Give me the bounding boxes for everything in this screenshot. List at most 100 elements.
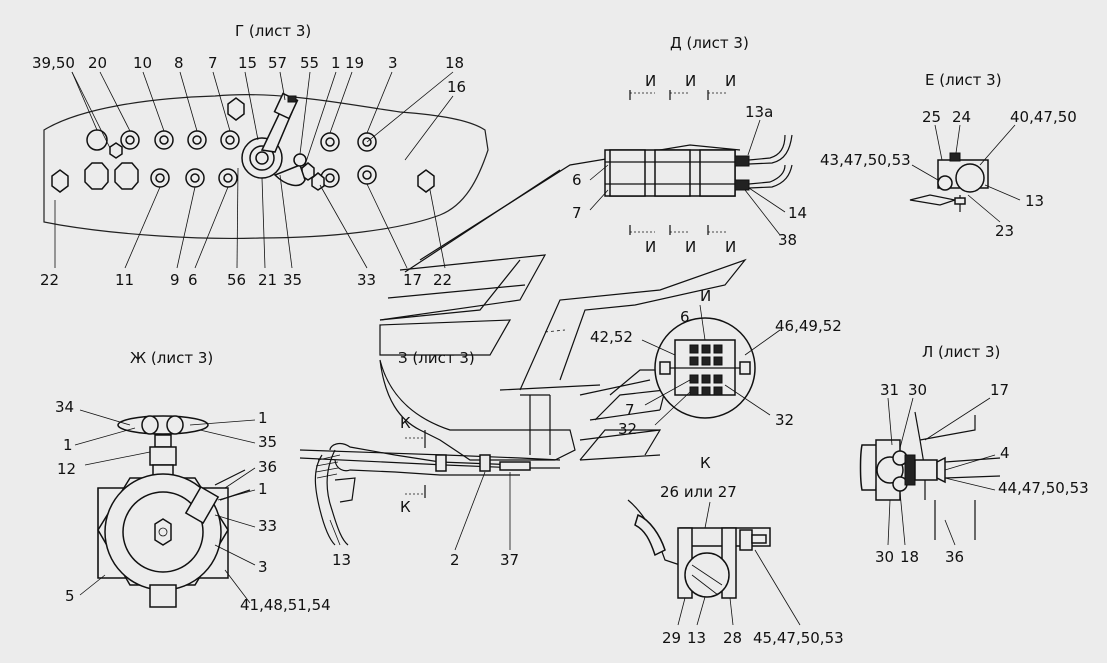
- label-z-13: 13: [332, 551, 351, 569]
- label-l-17: 17: [990, 381, 1009, 399]
- label-35: 35: [283, 271, 302, 289]
- label-zh-1-right: 1: [258, 409, 268, 427]
- view-zh-title: Ж (лист 3): [130, 349, 213, 367]
- label-44-47-50-53: 44,47,50,53: [998, 479, 1089, 497]
- label-6: 6: [188, 271, 198, 289]
- label-1: 1: [331, 54, 341, 72]
- label-z-2: 2: [450, 551, 460, 569]
- view-k: К 26 или 27 29 13 28 45,47,50,53: [627, 454, 844, 647]
- label-d-6: 6: [572, 171, 582, 189]
- label-7: 7: [208, 54, 218, 72]
- label-zh-1-lower: 1: [258, 480, 268, 498]
- section-k-bottom: К: [400, 498, 411, 516]
- section-i-circle: И: [700, 287, 711, 305]
- label-zh-12: 12: [57, 460, 76, 478]
- view-g: Г (лист 3): [32, 22, 489, 289]
- label-z-37: 37: [500, 551, 519, 569]
- label-13a: 13а: [745, 103, 773, 121]
- label-e-24: 24: [952, 108, 971, 126]
- label-8: 8: [174, 54, 184, 72]
- label-zh-1-left: 1: [63, 436, 73, 454]
- label-39-50: 39,50: [32, 54, 75, 72]
- label-l-31: 31: [880, 381, 899, 399]
- label-d-7: 7: [572, 204, 582, 222]
- clamp-grid: [689, 344, 723, 396]
- label-z-32-left: 32: [618, 420, 637, 438]
- label-17: 17: [403, 271, 422, 289]
- label-l-30-top: 30: [908, 381, 927, 399]
- view-l-title: Л (лист 3): [922, 343, 1000, 361]
- section-i-6: И: [725, 238, 736, 256]
- label-l-18: 18: [900, 548, 919, 566]
- label-26-or-27: 26 или 27: [660, 483, 737, 501]
- label-16: 16: [447, 78, 466, 96]
- section-i-2: И: [685, 72, 696, 90]
- label-42-52: 42,52: [590, 328, 633, 346]
- label-57: 57: [268, 54, 287, 72]
- label-15: 15: [238, 54, 257, 72]
- label-z-32-right: 32: [775, 411, 794, 429]
- label-e-25: 25: [922, 108, 941, 126]
- view-g-leaders: [54, 71, 454, 269]
- label-d-38: 38: [778, 231, 797, 249]
- mount-hole-right: [417, 169, 435, 193]
- label-11: 11: [115, 271, 134, 289]
- label-10: 10: [133, 54, 152, 72]
- label-k-13: 13: [687, 629, 706, 647]
- section-i-4: И: [645, 238, 656, 256]
- label-40-47-50: 40,47,50: [1010, 108, 1077, 126]
- label-l-30-bottom: 30: [875, 548, 894, 566]
- label-d-14: 14: [788, 204, 807, 222]
- section-i-bottom: И И И: [629, 225, 736, 256]
- label-zh-35: 35: [258, 433, 277, 451]
- label-k-28: 28: [723, 629, 742, 647]
- label-k-29: 29: [662, 629, 681, 647]
- label-41-48-51-54: 41,48,51,54: [240, 596, 331, 614]
- label-zh-33: 33: [258, 517, 277, 535]
- label-e-13: 13: [1025, 192, 1044, 210]
- label-33: 33: [357, 271, 376, 289]
- mount-hole-top: [227, 97, 245, 121]
- view-e-title: Е (лист 3): [925, 71, 1002, 89]
- label-55: 55: [300, 54, 319, 72]
- view-l: Л (лист 3) 31 30 17 4 44,47,50,53 30 18 …: [859, 343, 1089, 566]
- section-i-top: И И И: [629, 72, 736, 100]
- label-18: 18: [445, 54, 464, 72]
- center-fitting: [241, 92, 307, 187]
- label-22-right: 22: [433, 271, 452, 289]
- label-22-left: 22: [40, 271, 59, 289]
- label-l-36: 36: [945, 548, 964, 566]
- view-z: З (лист 3) К К: [299, 287, 842, 569]
- harness-clamps: [604, 134, 793, 197]
- label-z-7: 7: [625, 401, 635, 419]
- label-zh-34: 34: [55, 398, 74, 416]
- section-i-3: И: [725, 72, 736, 90]
- label-21: 21: [258, 271, 277, 289]
- view-k-title: К: [700, 454, 711, 472]
- label-20: 20: [88, 54, 107, 72]
- mount-hole-left: [51, 169, 69, 193]
- label-l-4: 4: [1000, 444, 1010, 462]
- label-46-49-52: 46,49,52: [775, 317, 842, 335]
- view-e: Е (лист 3) 25 24 40,47,50 43,47,50,53 13…: [820, 71, 1077, 240]
- view-g-title: Г (лист 3): [235, 22, 311, 40]
- switch-row-bottom: [84, 162, 377, 191]
- label-z-6: 6: [680, 308, 690, 326]
- view-zh: Ж (лист 3) 34 1 1 35 12: [55, 349, 331, 614]
- label-43-47-50-53: 43,47,50,53: [820, 151, 911, 169]
- label-zh-36: 36: [258, 458, 277, 476]
- label-zh-5: 5: [65, 587, 75, 605]
- view-d-title: Д (лист 3): [670, 34, 749, 52]
- label-9: 9: [170, 271, 180, 289]
- view-d: Д (лист 3) И И И: [572, 34, 807, 256]
- label-19: 19: [345, 54, 364, 72]
- section-i-5: И: [685, 238, 696, 256]
- label-zh-3: 3: [258, 558, 268, 576]
- label-56: 56: [227, 271, 246, 289]
- section-k-top: К: [400, 414, 411, 432]
- label-3: 3: [388, 54, 398, 72]
- section-i-1: И: [645, 72, 656, 90]
- label-45-47-50-53: 45,47,50,53: [753, 629, 844, 647]
